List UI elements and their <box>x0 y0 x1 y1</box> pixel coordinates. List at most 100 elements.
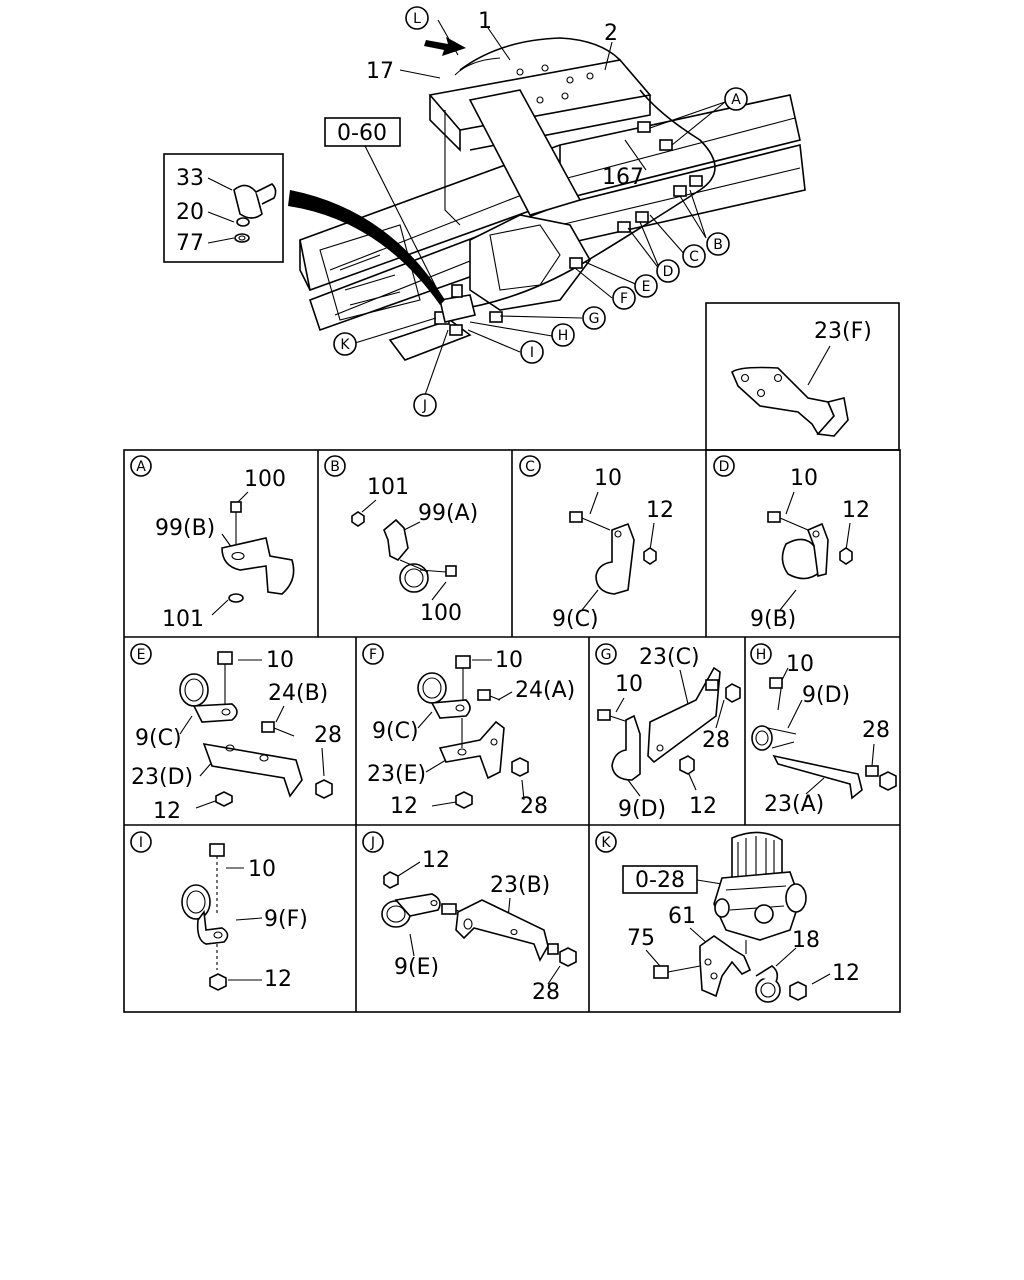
svg-text:12: 12 <box>832 961 860 986</box>
panel-F: F 10 24(A) 9(C) 23(E) 28 12 <box>362 643 575 819</box>
callout-E: E <box>634 274 658 298</box>
svg-text:9(C): 9(C) <box>135 726 182 751</box>
svg-text:28: 28 <box>702 728 730 753</box>
svg-text:12: 12 <box>390 794 418 819</box>
panel-H: H 10 9(D) 28 23(A) <box>750 643 897 817</box>
label-part-1: 1 <box>478 9 492 34</box>
svg-text:24(A): 24(A) <box>515 678 575 703</box>
chassis-frame <box>299 37 806 361</box>
svg-text:F: F <box>369 647 377 663</box>
panel-J: J 12 23(B) 9(E) 28 <box>362 831 577 1005</box>
svg-text:C: C <box>525 459 535 475</box>
svg-text:10: 10 <box>266 648 294 673</box>
svg-text:9(B): 9(B) <box>750 607 796 632</box>
callout-D: D <box>656 259 680 283</box>
svg-text:K: K <box>340 337 350 353</box>
panel-K: K 0-28 61 18 75 12 <box>595 831 860 1003</box>
svg-text:10: 10 <box>790 466 818 491</box>
panel-D: D 10 12 9(B) <box>713 455 870 632</box>
svg-text:12: 12 <box>422 848 450 873</box>
svg-text:B: B <box>713 237 723 253</box>
inset-pointer <box>288 190 445 305</box>
reference-box-0-60: 0-60 <box>324 117 401 147</box>
callout-K: K <box>333 332 357 356</box>
svg-text:28: 28 <box>520 794 548 819</box>
callout-B: B <box>706 232 730 256</box>
svg-text:B: B <box>330 459 340 475</box>
label-23f: 23(F) <box>814 319 872 344</box>
svg-text:L: L <box>413 11 421 27</box>
svg-text:0-28: 0-28 <box>635 868 685 893</box>
panel-23f: 23(F) <box>705 302 900 451</box>
svg-text:E: E <box>137 647 146 663</box>
svg-text:9(D): 9(D) <box>618 797 666 822</box>
label-part-167: 167 <box>602 165 644 190</box>
svg-text:F: F <box>620 291 628 307</box>
leader-lines <box>354 19 726 396</box>
svg-text:12: 12 <box>153 799 181 824</box>
svg-text:G: G <box>589 311 600 327</box>
svg-text:A: A <box>136 459 146 475</box>
main-assembly: L A B C D E F G <box>163 6 806 417</box>
svg-text:12: 12 <box>264 967 292 992</box>
svg-text:28: 28 <box>862 718 890 743</box>
direction-arrow-icon <box>424 37 466 56</box>
panel-E: E 10 24(B) 9(C) 28 23(D) 12 <box>130 643 342 824</box>
svg-text:10: 10 <box>248 857 276 882</box>
svg-text:101: 101 <box>367 475 409 500</box>
svg-text:9(C): 9(C) <box>552 607 599 632</box>
svg-text:C: C <box>689 249 699 265</box>
callout-A: A <box>724 87 748 111</box>
svg-text:33: 33 <box>176 166 204 191</box>
panel-C: C 10 12 9(C) <box>519 455 674 632</box>
svg-text:18: 18 <box>792 928 820 953</box>
svg-text:10: 10 <box>615 672 643 697</box>
panel-grid-lines <box>123 449 901 1013</box>
svg-text:9(D): 9(D) <box>802 683 850 708</box>
svg-text:20: 20 <box>176 200 204 225</box>
svg-text:10: 10 <box>594 466 622 491</box>
svg-text:H: H <box>558 328 569 344</box>
panel-I: I 10 9(F) 12 <box>130 831 308 992</box>
inset-box: 33 20 77 <box>163 153 284 263</box>
svg-text:77: 77 <box>176 231 204 256</box>
callout-G: G <box>582 306 606 330</box>
callout-J: J <box>413 393 437 417</box>
svg-text:24(B): 24(B) <box>268 681 328 706</box>
svg-text:12: 12 <box>646 498 674 523</box>
svg-text:E: E <box>642 279 651 295</box>
svg-text:28: 28 <box>314 723 342 748</box>
panel-G: G 23(C) 10 28 9(D) 12 <box>595 643 741 822</box>
svg-text:23(D): 23(D) <box>131 765 193 790</box>
svg-text:J: J <box>422 398 427 414</box>
svg-text:I: I <box>530 345 534 361</box>
label-part-2: 2 <box>604 21 618 46</box>
svg-text:100: 100 <box>420 601 462 626</box>
svg-text:101: 101 <box>162 607 204 632</box>
svg-text:61: 61 <box>668 904 696 929</box>
svg-text:D: D <box>719 459 730 475</box>
svg-text:12: 12 <box>689 794 717 819</box>
callout-I: I <box>520 340 544 364</box>
svg-text:J: J <box>370 835 375 851</box>
label-part-17: 17 <box>366 59 394 84</box>
callout-F: F <box>612 286 636 310</box>
svg-text:9(F): 9(F) <box>264 907 308 932</box>
svg-text:28: 28 <box>532 980 560 1005</box>
svg-text:G: G <box>601 647 612 663</box>
svg-text:10: 10 <box>495 648 523 673</box>
svg-text:23(C): 23(C) <box>639 645 700 670</box>
svg-text:9(E): 9(E) <box>394 955 439 980</box>
callout-L: L <box>405 6 429 30</box>
panel-B: B 101 99(A) 100 <box>324 455 478 626</box>
svg-text:75: 75 <box>627 926 655 951</box>
svg-text:A: A <box>731 92 741 108</box>
svg-text:D: D <box>663 264 674 280</box>
callout-H: H <box>551 323 575 347</box>
svg-text:K: K <box>601 835 611 851</box>
svg-text:0-60: 0-60 <box>337 121 387 146</box>
svg-text:10: 10 <box>786 652 814 677</box>
svg-text:9(C): 9(C) <box>372 719 419 744</box>
reference-box-0-28: 0-28 <box>622 865 698 894</box>
svg-text:H: H <box>756 647 767 663</box>
